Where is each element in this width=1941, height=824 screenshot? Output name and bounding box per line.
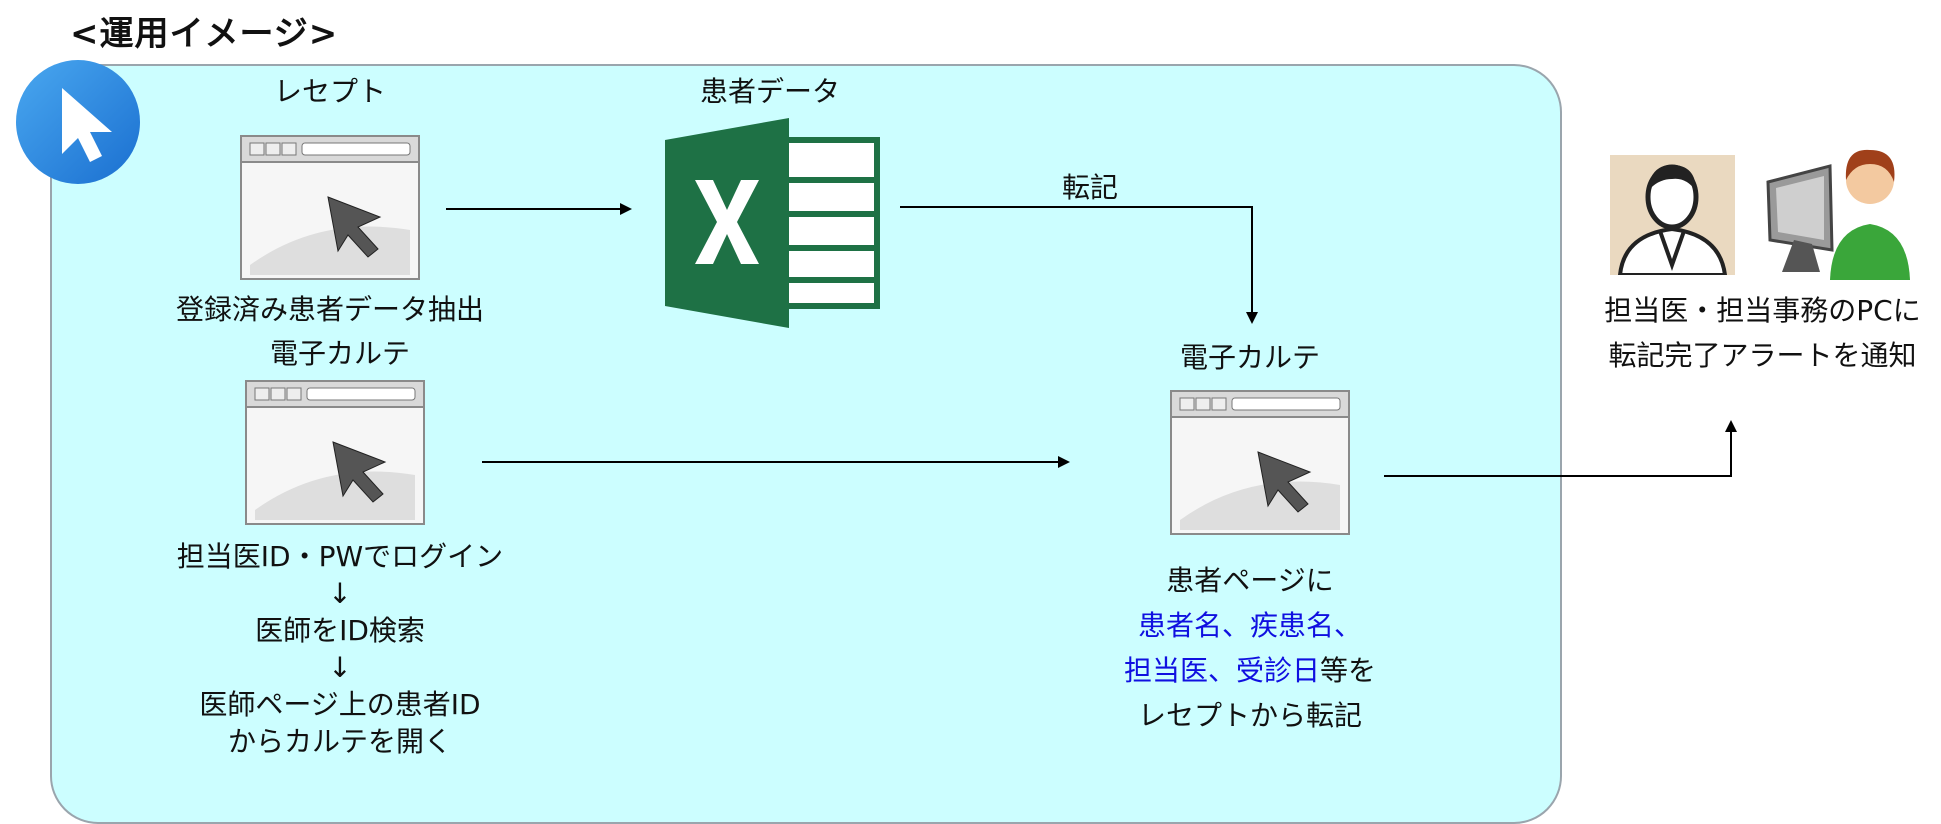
doctor-icon: [1610, 155, 1735, 275]
pc-user-icon: [1766, 149, 1910, 280]
desc-line3-blue: 担当医、受診日: [1123, 654, 1320, 687]
step-arrow: ↓: [328, 651, 352, 684]
step-patient-id: 医師ページ上の患者ID: [199, 688, 481, 721]
step-open-chart: からカルテを開く: [227, 725, 452, 758]
emr-right-label: 電子カルテ: [1179, 341, 1320, 374]
desc-line1: 患者ページに: [1166, 564, 1334, 597]
notify-text: 担当医・担当事務のPCに 転記完了アラートを通知: [1590, 288, 1935, 378]
page-title: <運用イメージ>: [70, 14, 339, 54]
desc-line3: 担当医、受診日等を: [1080, 648, 1420, 693]
browser-window-icon: [245, 380, 425, 525]
emr-right-description: 患者ページに 患者名、疾患名、 担当医、受診日等を レセプトから転記: [1080, 558, 1420, 738]
step-search-doctor: 医師をID検索: [255, 614, 425, 647]
receipt-label: レセプト: [273, 75, 386, 108]
notify-line2: 転記完了アラートを通知: [1608, 339, 1917, 372]
browser-window-icon: [1170, 390, 1350, 535]
transfer-label: 転記: [1061, 171, 1118, 204]
desc-line4: レセプトから転記: [1137, 699, 1362, 732]
patient-data-label: 患者データ: [699, 75, 840, 108]
receipt-caption: 登録済み患者データ抽出: [175, 293, 484, 326]
step-arrow: ↓: [328, 577, 352, 610]
emr-left-steps: 担当医ID・PWでログイン ↓ 医師をID検索 ↓ 医師ページ上の患者ID から…: [140, 538, 540, 760]
browser-window-icon: [240, 135, 420, 280]
notify-line1: 担当医・担当事務のPCに: [1604, 294, 1921, 327]
desc-line3-black: 等を: [1320, 654, 1377, 687]
desc-line2: 患者名、疾患名、: [1137, 609, 1362, 642]
cursor-logo-icon: [16, 60, 140, 184]
excel-icon: [665, 118, 880, 328]
step-login: 担当医ID・PWでログイン: [176, 540, 504, 573]
emr-left-label: 電子カルテ: [269, 337, 410, 370]
